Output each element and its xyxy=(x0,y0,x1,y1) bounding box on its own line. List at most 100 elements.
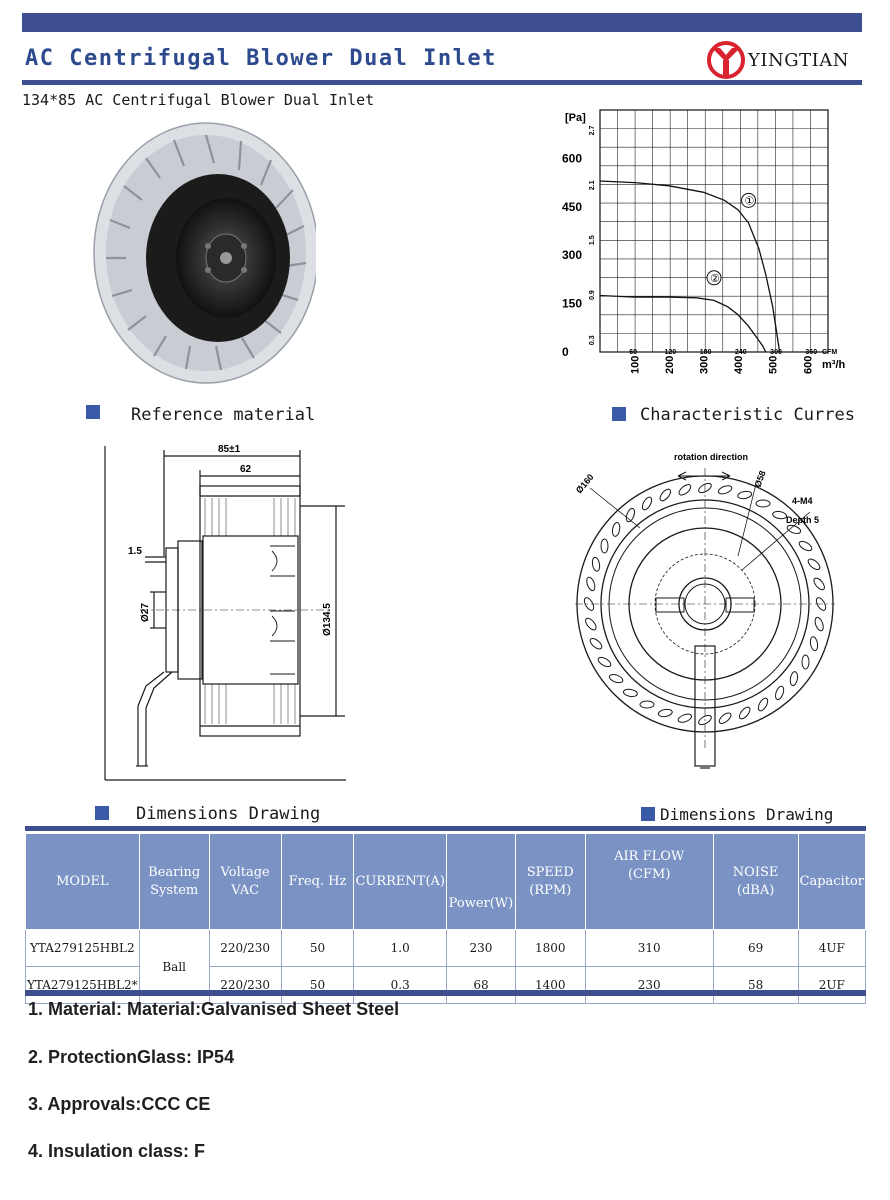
holes-label: 4-M4 xyxy=(792,496,813,506)
blade-slot xyxy=(591,556,601,572)
note-protection: 2. ProtectionGlass: IP54 xyxy=(28,1047,235,1067)
cell-freq: 50 xyxy=(280,966,355,1004)
blade-slot xyxy=(789,671,799,687)
chart-series: ①② xyxy=(599,180,781,353)
cell-voltage: 220/230 xyxy=(208,929,282,967)
blade-slot xyxy=(801,654,810,670)
x-alt-tick-label: 180 xyxy=(700,349,712,356)
cell-noise: 58 xyxy=(712,966,799,1004)
section-marker xyxy=(641,807,655,821)
col-speed: SPEED(RPM) xyxy=(514,833,586,930)
blade-slot xyxy=(775,685,785,701)
side-dimension-drawing: 85±1 62 1.5 Ø27 Ø134.5 xyxy=(104,444,346,781)
top-bar xyxy=(22,13,862,32)
blade-slot xyxy=(813,577,825,591)
y-alt-tick-label: 2.7 xyxy=(589,126,596,136)
table-row: YTA279125HBL2 Ball 220/230 50 1.0 230 18… xyxy=(25,929,867,1004)
product-subtitle: 134*85 AC Centrifugal Blower Dual Inlet xyxy=(22,91,375,109)
x-alt-tick-label: 360 xyxy=(805,349,817,356)
section-marker xyxy=(86,405,100,419)
x-unit-label: m³/h xyxy=(822,359,846,371)
section-reference: Reference material xyxy=(131,405,316,425)
col-capacitor: Capacitor xyxy=(797,833,867,930)
blade-slot xyxy=(611,521,621,537)
cell-freq: 50 xyxy=(280,929,355,967)
cell-current: 1.0 xyxy=(353,929,447,967)
dim-inner: 62 xyxy=(240,464,252,475)
x-tick-label: 400 xyxy=(733,356,745,374)
blade-slot xyxy=(622,688,638,698)
blade-slot xyxy=(641,496,653,511)
x-alt-tick-label: 240 xyxy=(735,349,747,356)
cell-model: YTA279125HBL2 xyxy=(25,929,140,967)
series-marker xyxy=(706,270,722,286)
cell-current: 0.3 xyxy=(353,966,447,1004)
y-alt-tick-label: 0.9 xyxy=(589,290,596,300)
dim-bolt: Ø58 xyxy=(752,469,767,488)
section-marker xyxy=(95,806,109,820)
blade-slot xyxy=(657,708,673,718)
fan-photo xyxy=(93,122,316,384)
blade-slot xyxy=(807,558,821,571)
blade-slot xyxy=(815,597,827,611)
x-tick-label: 200 xyxy=(664,356,676,374)
blade-slot xyxy=(583,597,595,611)
cell-speed: 1800 xyxy=(514,929,586,967)
series-label: ① xyxy=(745,195,755,207)
cell-noise: 69 xyxy=(712,929,799,967)
blade-slot xyxy=(597,656,612,668)
blade-slot xyxy=(659,488,672,502)
table-bottom-rule xyxy=(25,990,866,996)
blade-slot xyxy=(738,706,751,720)
y-tick-label: 150 xyxy=(562,297,582,311)
chart-frame xyxy=(599,109,829,353)
blade-slot xyxy=(678,484,692,496)
section-curves: Characteristic Curres xyxy=(640,405,855,425)
x-alt-tick-label: 60 xyxy=(629,349,637,356)
x-alt-tick-label: 300 xyxy=(770,349,782,356)
cell-speed: 1400 xyxy=(514,966,586,1004)
dim-hub: Ø27 xyxy=(140,603,151,622)
chart-grid xyxy=(599,109,829,353)
col-model: MODEL xyxy=(25,833,140,930)
dim-flange: 1.5 xyxy=(128,546,142,557)
y-alt-tick-label: 1.5 xyxy=(589,235,596,245)
x-tick-label: 100 xyxy=(630,356,642,374)
y-unit-label: [Pa] xyxy=(565,112,586,124)
x-tick-label: 500 xyxy=(768,356,780,374)
depth-label: Depth 5 xyxy=(786,515,819,525)
blade-slot xyxy=(600,538,609,554)
blade-slot xyxy=(737,490,753,500)
y-tick-label: 0 xyxy=(562,345,569,359)
dim-diameter: Ø134.5 xyxy=(322,603,333,636)
table-row: YTA279125HBL2* 220/230 50 0.3 68 1400 23… xyxy=(25,966,867,1004)
brand-name: YINGTIAN xyxy=(748,50,849,71)
col-power: Power(W) xyxy=(446,833,516,930)
series-line xyxy=(599,294,767,353)
col-airflow: AIR FLOW(CFM) xyxy=(584,833,714,930)
table-top-rule xyxy=(25,826,866,831)
note-material: 1. Material: Material:Galvanised Sheet S… xyxy=(28,999,400,1019)
note-insulation: 4. Insulation class: F xyxy=(28,1141,206,1161)
section-marker xyxy=(612,407,626,421)
blade-slot xyxy=(625,507,635,523)
blade-slot xyxy=(755,499,771,508)
dim-width: 85±1 xyxy=(218,444,241,455)
blade-slot xyxy=(677,713,693,723)
blade-slot xyxy=(798,540,813,552)
section-dimensions-right: Dimensions Drawing xyxy=(660,805,834,824)
front-dimension-drawing: rotation direction Ø160 Ø58 4-M4 Depth 5 xyxy=(574,452,835,769)
cell-capacitor: 2UF xyxy=(797,966,867,1004)
cell-airflow: 310 xyxy=(584,929,714,967)
series-marker xyxy=(741,192,757,208)
x-tick-label: 600 xyxy=(802,356,814,374)
x-tick-label: 300 xyxy=(699,356,711,374)
blade-slot xyxy=(786,524,802,534)
note-approvals: 3. Approvals:CCC CE xyxy=(28,1094,211,1114)
blade-slot xyxy=(639,700,655,709)
blade-slot xyxy=(586,576,596,592)
